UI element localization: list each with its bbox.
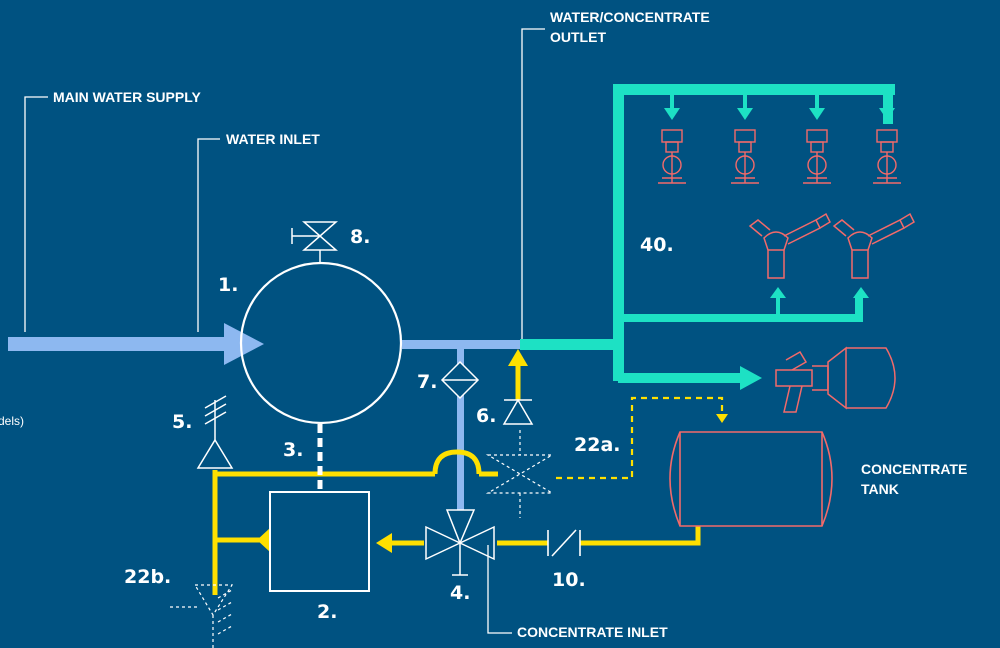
sprinkler-arrows <box>664 90 895 120</box>
main-water-pipe <box>8 337 238 351</box>
proportioner-box <box>269 491 370 592</box>
monitor-header <box>618 314 863 322</box>
leader-water-inlet <box>197 138 220 332</box>
outlet-riser <box>613 84 624 381</box>
relief-valve-icon <box>196 395 234 469</box>
label-n22b: 22b. <box>124 566 171 588</box>
leader-main-water-supply <box>24 96 48 332</box>
leader-concentrate-inlet <box>487 545 512 634</box>
concentrate-lines <box>212 358 701 595</box>
dashed-valve-22a <box>485 430 555 518</box>
label-n7: 7. <box>417 371 437 393</box>
label-n8: 8. <box>350 226 370 248</box>
label-outlet-line2: OUTLET <box>550 29 606 45</box>
water-lines <box>8 323 522 510</box>
concentrate-arrow-up <box>508 349 528 366</box>
label-n40: 40. <box>640 234 674 256</box>
concentrate-tank-line <box>580 526 701 546</box>
concentrate-arrow-into-proportioner <box>257 528 270 552</box>
concentrate-jumper <box>432 449 482 475</box>
monitor-arrows <box>770 287 869 316</box>
pressure-vessel <box>239 261 403 425</box>
label-n6: 6. <box>476 405 496 427</box>
dashed-valve-22b <box>170 584 234 648</box>
monitor-nozzle-icon <box>748 212 915 279</box>
label-n22a: 22a. <box>574 434 620 456</box>
sprinkler-header <box>613 84 895 95</box>
water-outlet-pipe <box>402 340 522 349</box>
concentrate-dashed <box>556 396 724 480</box>
sprinkler-icon <box>658 129 901 184</box>
generator-arrow <box>740 366 762 390</box>
generator-pipe <box>618 373 746 383</box>
label-n4: 4. <box>450 582 470 604</box>
concentrate-arrow-left <box>376 533 392 553</box>
label-n2: 2. <box>317 601 337 623</box>
label-concentrate-inlet: CONCENTRATE INLET <box>517 624 668 640</box>
outlet-lines <box>520 84 895 390</box>
label-n10: 10. <box>552 569 586 591</box>
label-main-water-supply: MAIN WATER SUPPLY <box>53 89 201 105</box>
valve-icon <box>291 221 338 263</box>
concentrate-tank <box>669 431 833 527</box>
three-way-valve-icon <box>425 509 495 576</box>
foam-generator-icon <box>775 346 896 413</box>
outlet-pipe-main <box>520 339 620 350</box>
label-n5: 5. <box>172 411 192 433</box>
check-valve-icon <box>502 398 534 425</box>
label-concentrate-tank-line2: TANK <box>861 481 899 497</box>
label-water-inlet: WATER INLET <box>226 131 320 147</box>
leader-lines <box>24 28 545 634</box>
water-flow-arrow <box>224 323 264 365</box>
label-n1: 1. <box>218 274 238 296</box>
label-concentrate-tank-line1: CONCENTRATE <box>861 461 967 477</box>
dashed-arrow-head <box>716 414 728 423</box>
label-outlet-line1: WATER/CONCENTRATE <box>550 9 710 25</box>
label-n3: 3. <box>283 439 303 461</box>
check-valve-10-icon <box>547 529 581 557</box>
water-branch-pipe <box>457 345 464 510</box>
leader-outlet <box>521 28 545 345</box>
label-cut-text: dels) <box>0 414 24 428</box>
strainer-icon <box>440 360 480 400</box>
